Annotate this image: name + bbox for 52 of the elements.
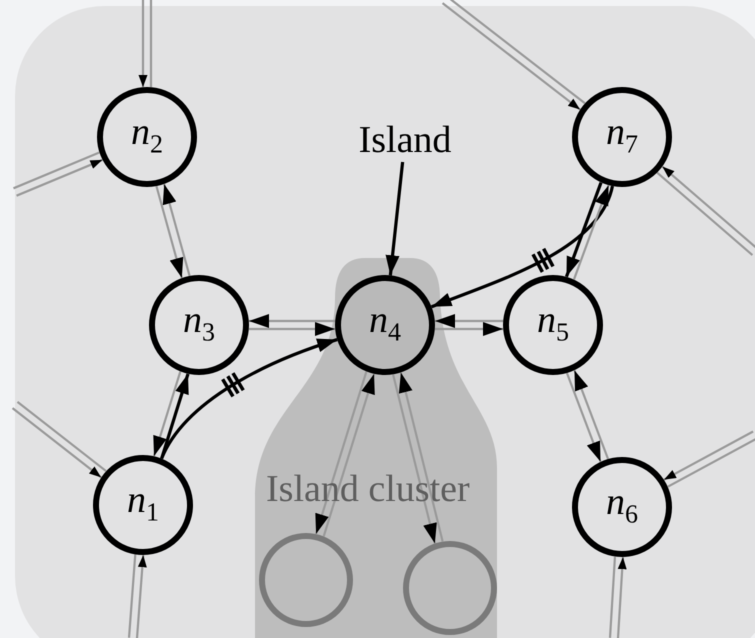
connector-line	[608, 556, 616, 638]
arrow	[136, 555, 147, 638]
node-label: n$_{7}$	[606, 112, 638, 158]
arrow	[572, 184, 610, 280]
connector-line	[16, 400, 107, 472]
arrow	[315, 371, 368, 534]
arrow	[566, 372, 602, 462]
arrow	[249, 314, 335, 328]
arrow	[249, 322, 335, 336]
connector-line	[128, 554, 136, 638]
arrow	[392, 374, 437, 544]
empty-node-circle	[258, 532, 354, 628]
node-label: n$_{2}$	[131, 112, 163, 158]
node-circle	[92, 454, 194, 556]
connector-line	[13, 152, 100, 190]
node-label: n$_{3}$	[183, 300, 215, 346]
node-circle	[571, 456, 673, 558]
callout-label: Island	[335, 118, 475, 162]
arrow	[160, 338, 338, 460]
arrow	[430, 186, 614, 308]
connector-line	[667, 438, 755, 488]
arrow	[664, 430, 754, 481]
empty-node-circle	[402, 540, 498, 636]
leader-arrow	[386, 162, 404, 276]
arrow	[162, 184, 191, 276]
connector-line	[150, 0, 152, 87]
arrow	[616, 557, 627, 638]
node-circle	[96, 86, 198, 188]
arrow	[12, 407, 102, 478]
arrow	[398, 372, 444, 542]
arrow	[16, 158, 103, 197]
arrow	[160, 373, 190, 459]
arrow	[662, 166, 755, 250]
arrow	[138, 0, 148, 87]
node-circle	[502, 274, 604, 376]
node-circle	[148, 274, 250, 376]
node-label: n$_{5}$	[537, 300, 569, 346]
arrow	[435, 322, 503, 336]
arrow	[155, 186, 184, 278]
arrow	[322, 374, 376, 537]
region-label: Island cluster	[266, 470, 470, 508]
connector-line	[656, 172, 754, 256]
node-label: n$_{1}$	[127, 480, 159, 526]
node-label: n$_{6}$	[606, 482, 638, 528]
cluster-region	[252, 258, 500, 638]
arrow	[564, 182, 603, 278]
arrow	[152, 371, 182, 456]
arrow	[573, 370, 610, 460]
node-circle	[334, 274, 436, 376]
arrow	[435, 314, 503, 328]
node-circle	[571, 86, 673, 188]
node-label: n$_{4}$	[369, 300, 401, 346]
